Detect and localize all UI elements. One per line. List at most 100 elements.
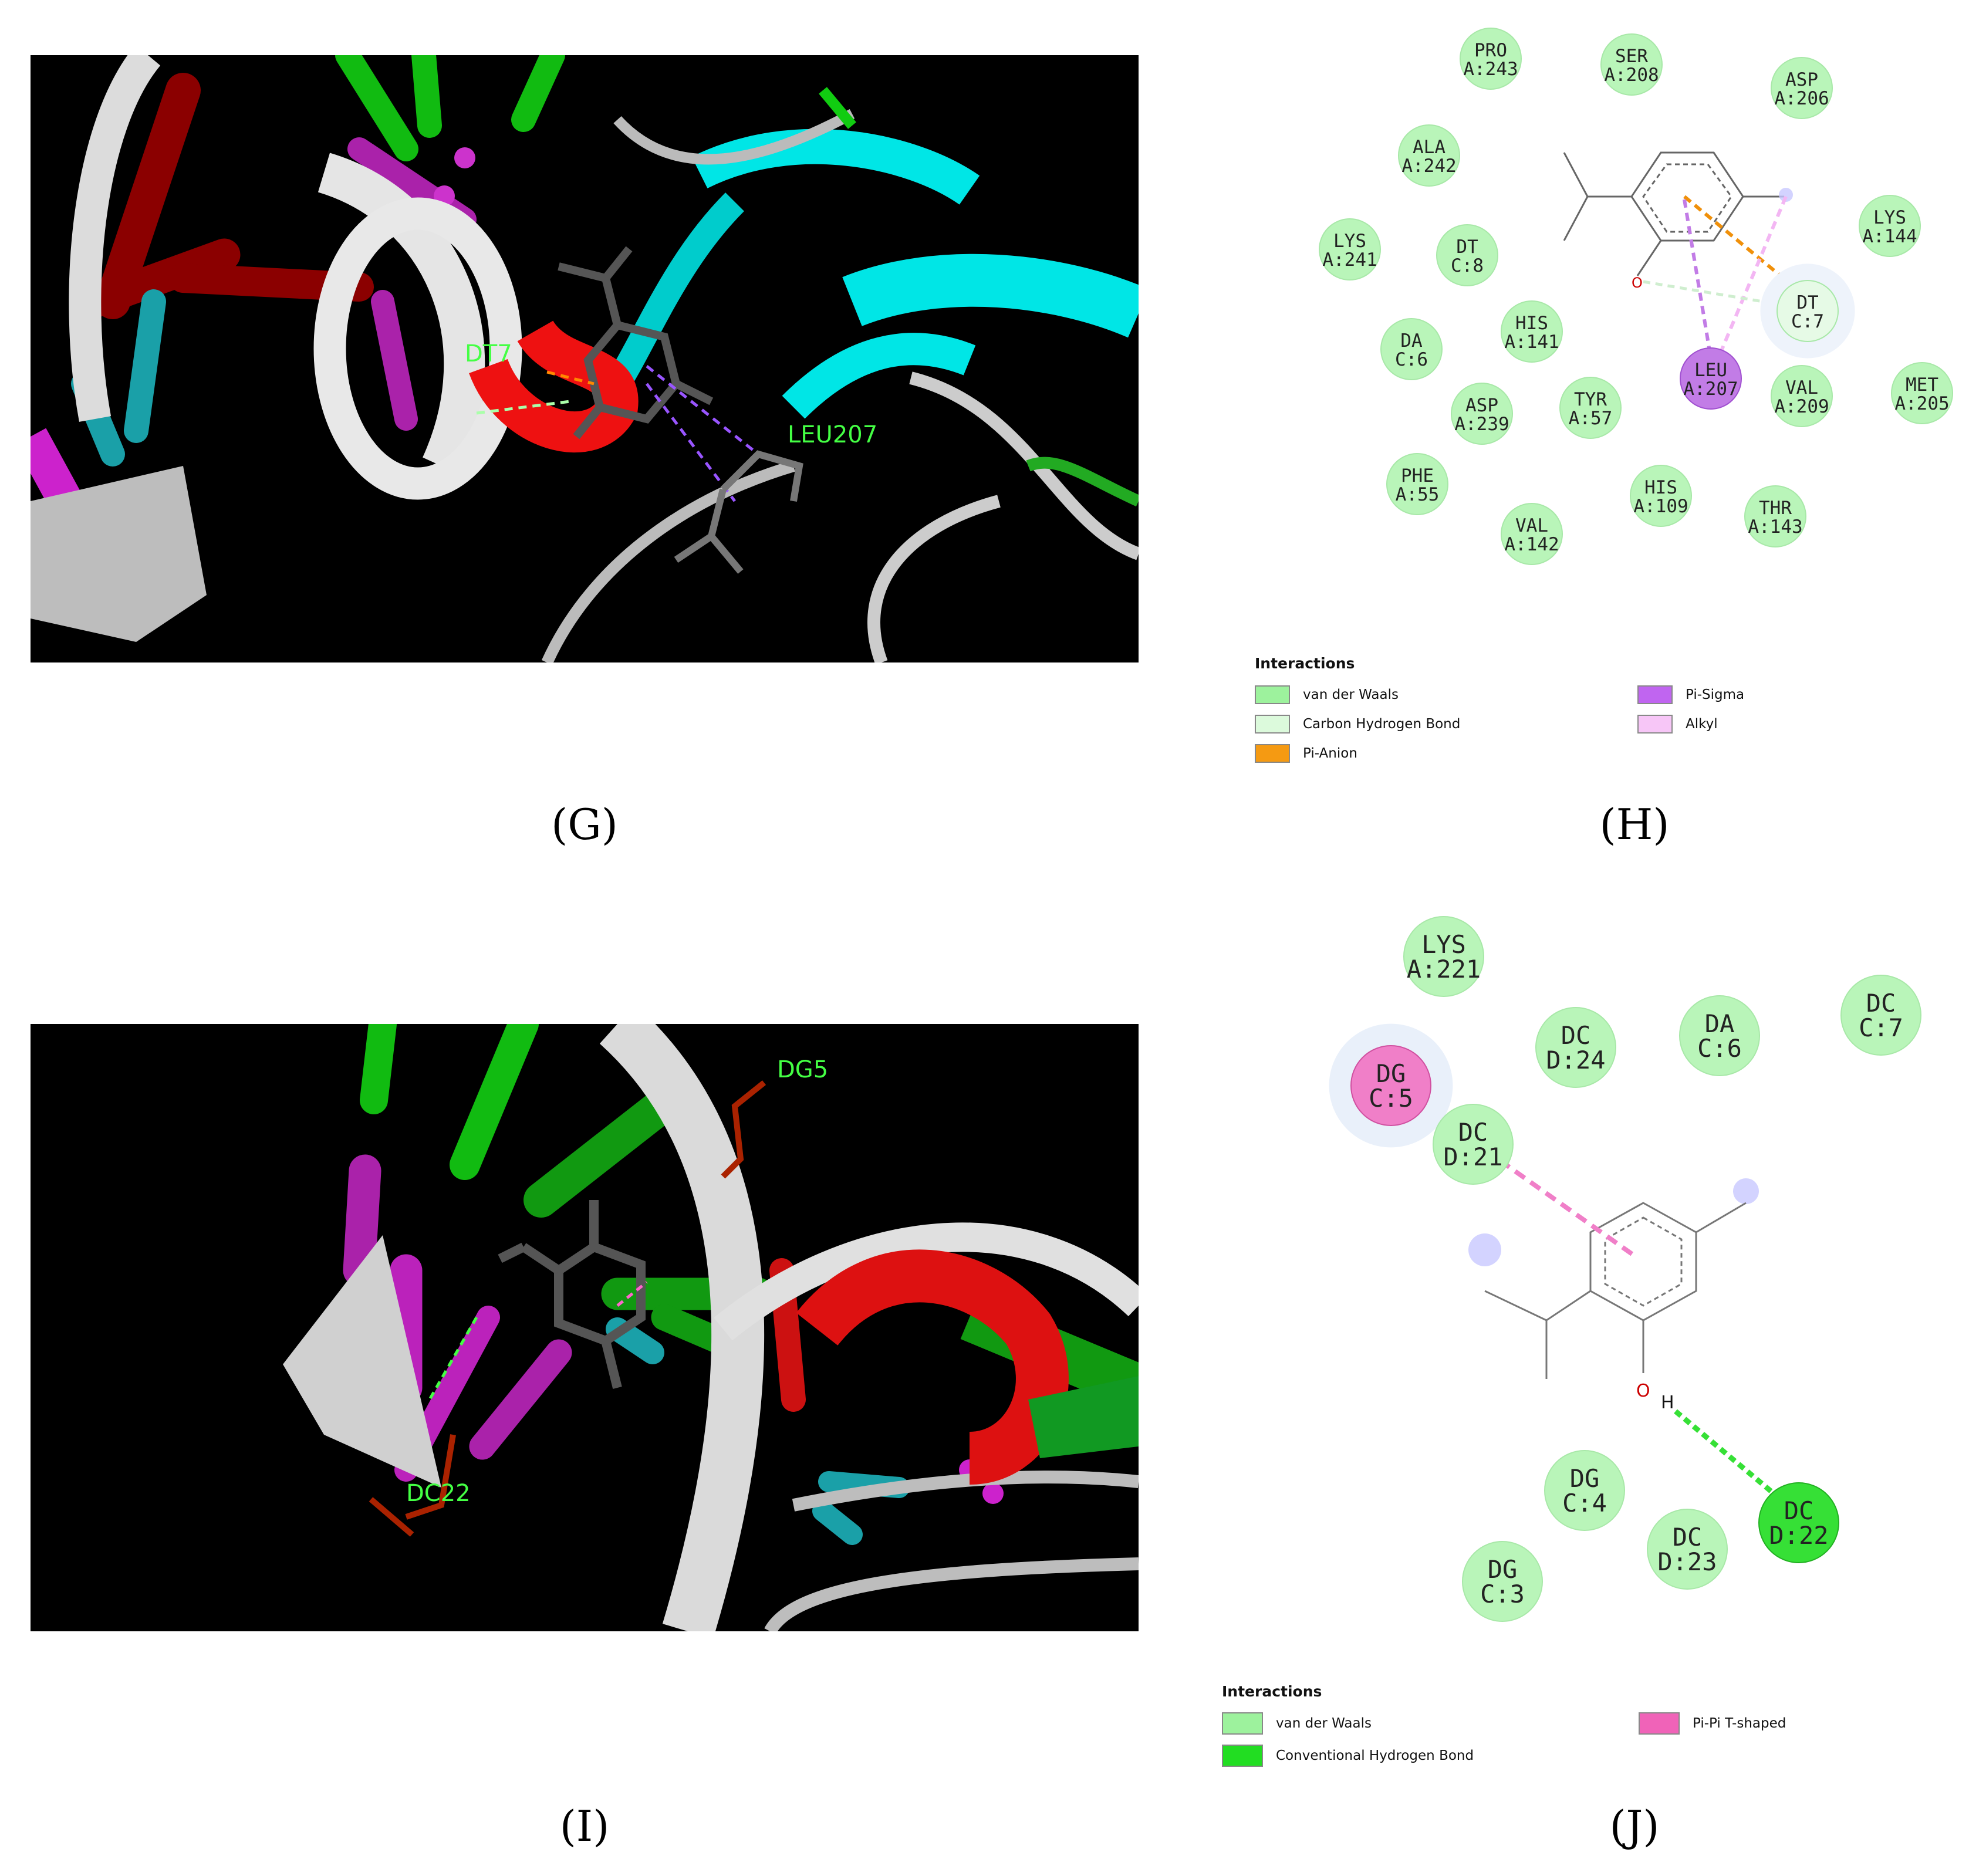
swatch-vdw (1255, 685, 1290, 704)
residue-dc-d-21: DCD:21 (1433, 1104, 1514, 1185)
interaction-dashes (476, 365, 759, 502)
swatch-pianion (1255, 744, 1290, 763)
residue-chain: C:6 (1697, 1034, 1742, 1063)
residue-name: ALA (1413, 137, 1445, 158)
residue-chain: A:205 (1894, 393, 1949, 414)
ligand-structure (1563, 151, 1784, 276)
residue-chain: D:23 (1657, 1547, 1717, 1576)
residue-disc (1350, 1045, 1431, 1126)
residue-name: ASP (1785, 69, 1818, 90)
legend-h-vdw-label: van der Waals (1303, 687, 1399, 702)
residue-name: DG (1570, 1464, 1600, 1493)
residue-name: ASP (1465, 395, 1498, 416)
dg5-sticks (721, 1080, 766, 1179)
legend-h-pianion: Pi-Anion (1255, 744, 1357, 763)
legend-j: Interactions van der Waals Conventional … (1222, 1678, 1867, 1784)
residue-name: PRO (1474, 40, 1507, 61)
residue-name: HIS (1644, 477, 1677, 498)
legend-h-vdw: van der Waals (1255, 685, 1399, 704)
panel-g-structure: DT7 LEU207 (31, 55, 1139, 662)
tag-dg5: DG5 (777, 1056, 828, 1083)
residue-disc (1758, 1482, 1839, 1563)
legend-h-pisigma: Pi-Sigma (1637, 685, 1744, 704)
residue-chain: A:143 (1748, 516, 1802, 538)
swatch-chb (1255, 715, 1290, 734)
residue-disc (1462, 1541, 1543, 1622)
residue-chain: D:22 (1769, 1521, 1828, 1550)
residue-chain: A:57 (1569, 408, 1613, 429)
legend-j-vdw-label: van der Waals (1276, 1716, 1372, 1731)
residue-disc (1403, 916, 1484, 997)
interaction-dashes (428, 1281, 648, 1401)
residue-chain: A:241 (1322, 249, 1377, 271)
residue-disc (1460, 28, 1522, 90)
legend-h-title: Interactions (1255, 655, 1355, 672)
dc22-sticks (369, 1434, 456, 1537)
residue-name: DC (1866, 989, 1896, 1018)
residue-name: DC (1784, 1496, 1814, 1525)
residue-dc-c-7: DCC:7 (1840, 975, 1921, 1056)
residue-name: LYS (1333, 231, 1366, 252)
legend-j-title: Interactions (1222, 1683, 1322, 1700)
residue-name: VAL (1515, 515, 1548, 536)
panel-label-i: (I) (559, 1801, 610, 1851)
residue-name: MET (1906, 374, 1938, 396)
red-helix (796, 1249, 1069, 1485)
nucleotide-rods (31, 55, 565, 510)
legend-j-vdw: van der Waals (1222, 1712, 1372, 1735)
residue-name: HIS (1515, 313, 1548, 334)
protein-ribbon (541, 87, 1139, 662)
residue-disc (1771, 57, 1833, 119)
residue-disc (1451, 383, 1513, 445)
residue-dg-c-3: DGC:3 (1462, 1541, 1543, 1622)
residue-disc (1398, 124, 1460, 187)
residue-disc (1535, 1007, 1616, 1088)
red-helix (469, 319, 639, 453)
panel-label-g: (G) (551, 800, 618, 849)
residue-name: DC (1561, 1021, 1591, 1050)
dna-backbone-ribbon (31, 55, 522, 642)
panel-i-structure: DG5 DC22 (283, 1024, 1139, 1631)
residue-name: DC (1673, 1523, 1703, 1551)
atom-o: O (1636, 1381, 1650, 1401)
residue-dg-c-4: DGC:4 (1544, 1450, 1625, 1531)
residue-dt-c-7: DTC:7 (1760, 263, 1855, 359)
tag-dc22: DC22 (406, 1480, 471, 1507)
swatch-pipi (1639, 1712, 1680, 1735)
residue-disc (1386, 453, 1448, 515)
residue-name: DG (1376, 1059, 1406, 1088)
atom-h: H (1661, 1392, 1674, 1413)
residue-name: SER (1615, 46, 1648, 67)
residue-chain: A:242 (1401, 156, 1456, 177)
residue-chain: C:5 (1369, 1084, 1413, 1113)
legend-j-pipi: Pi-Pi T-shaped (1639, 1712, 1786, 1735)
residue-chain: A:208 (1604, 65, 1659, 86)
residue-chain: C:4 (1562, 1489, 1607, 1517)
legend-j-hbond: Conventional Hydrogen Bond (1222, 1745, 1474, 1767)
residue-chain: A:109 (1633, 496, 1688, 517)
residue-name: TYR (1574, 389, 1607, 410)
residue-disc (1891, 362, 1953, 424)
residue-disc (1559, 377, 1622, 439)
residue-chain: D:21 (1443, 1142, 1502, 1171)
residue-chain: C:3 (1480, 1580, 1525, 1608)
residue-dt-c-8: DTC:8 (1436, 224, 1498, 286)
residue-chain: A:142 (1504, 534, 1559, 555)
residue-disc (1744, 485, 1806, 547)
panel-label-j: (J) (1609, 1801, 1660, 1851)
residue-dc-d-22: DCD:22 (1758, 1482, 1839, 1563)
ligand-sticks (558, 246, 714, 440)
residue-disc (1630, 465, 1692, 527)
green-helix (1028, 1376, 1139, 1458)
residue-name: DA (1705, 1009, 1735, 1038)
